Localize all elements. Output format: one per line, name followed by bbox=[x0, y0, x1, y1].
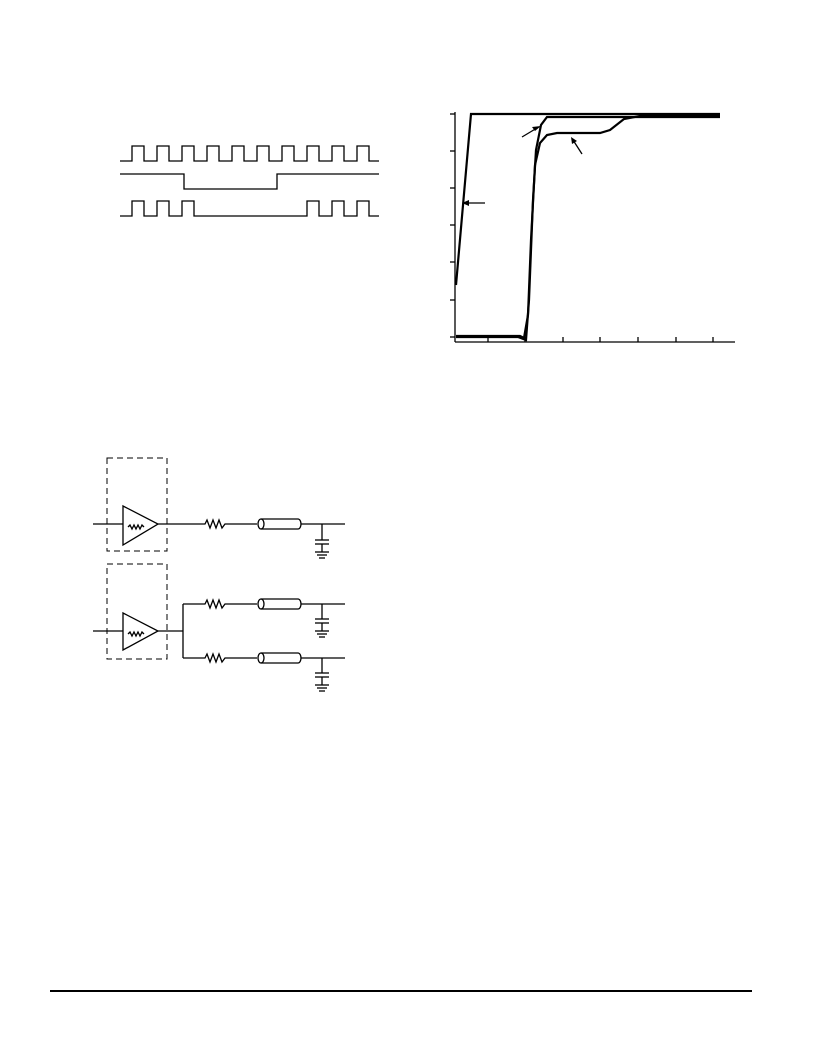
buffer-resistor-symbol-bottom bbox=[127, 630, 145, 638]
footer-rule bbox=[50, 990, 752, 992]
gated-clock-waveform bbox=[120, 200, 379, 217]
package-outline-top bbox=[106, 457, 168, 552]
plot-y-ticks bbox=[450, 113, 455, 338]
arrow-curve-a bbox=[521, 126, 541, 138]
driver-buffer-top bbox=[122, 504, 160, 547]
coax-cable-top bbox=[257, 518, 302, 530]
curve-fast-rise bbox=[454, 112, 720, 286]
output-line-top bbox=[158, 518, 257, 530]
output-line-branch-1 bbox=[183, 598, 257, 610]
buffer-resistor-symbol-top bbox=[127, 523, 145, 531]
load-capacitor-ground-branch-1 bbox=[315, 604, 329, 638]
load-capacitor-ground-branch-2 bbox=[315, 658, 329, 692]
curve-delayed-rise-b bbox=[456, 114, 720, 340]
package-outline-bottom bbox=[106, 563, 168, 660]
arrow-fast-rise bbox=[462, 200, 485, 206]
driver-buffer-bottom bbox=[122, 611, 160, 652]
output-split-bus bbox=[158, 604, 184, 658]
output-line-branch-2 bbox=[183, 652, 257, 664]
clock-waveform bbox=[120, 145, 379, 162]
gate-waveform bbox=[120, 173, 379, 190]
coax-cable-branch-1 bbox=[257, 598, 302, 610]
load-capacitor-ground-top bbox=[315, 524, 329, 559]
arrow-curve-b bbox=[571, 137, 583, 155]
coax-cable-branch-2 bbox=[257, 652, 302, 664]
